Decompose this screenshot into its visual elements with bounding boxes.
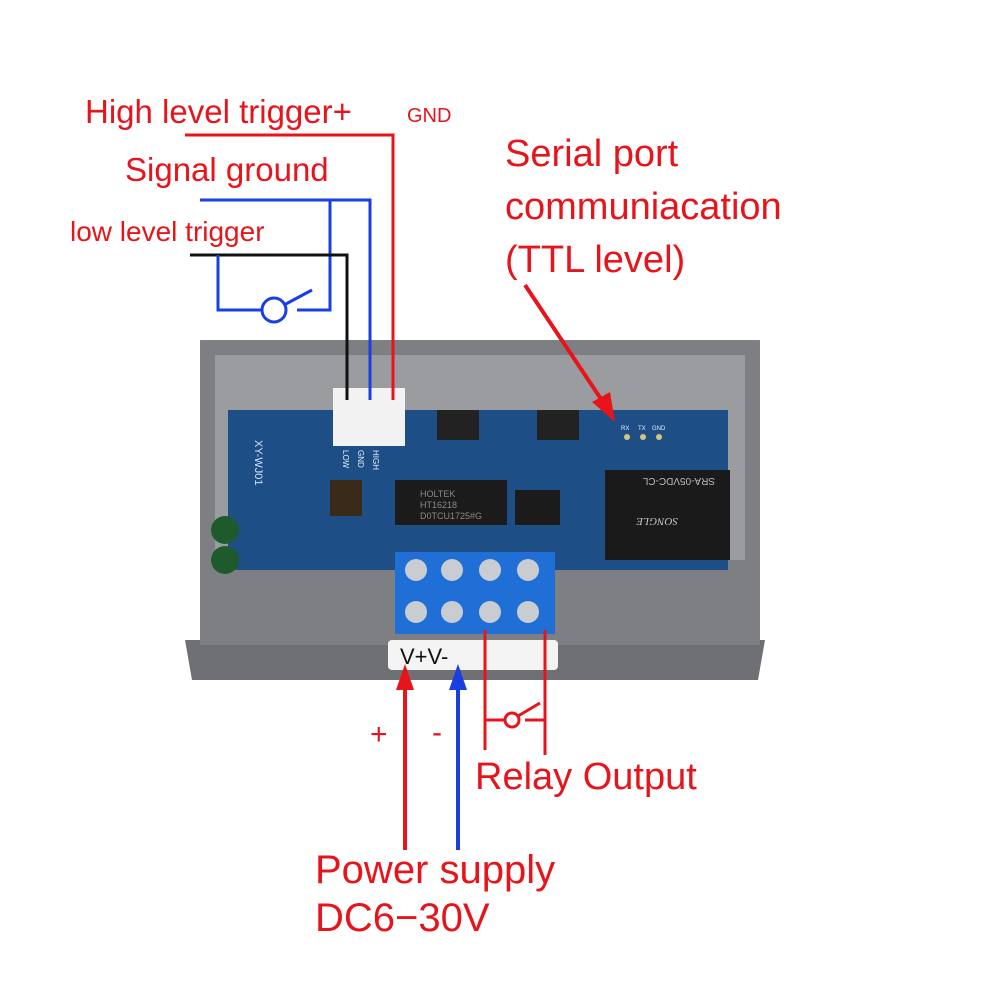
main-chip	[395, 480, 507, 525]
minus-arrowhead	[449, 664, 467, 690]
serial-pin-label: TX	[638, 426, 646, 432]
relay	[605, 470, 730, 560]
power-label-1: Power supply	[315, 848, 556, 892]
high-trigger-label: High level trigger+	[85, 93, 352, 130]
connector-pin-label: GND	[356, 450, 365, 468]
power-label-2: DC6−30V	[315, 896, 490, 940]
serial-label-1: Serial port	[505, 133, 679, 175]
chip-text: HOLTEK	[420, 489, 455, 499]
serial-pin-label: GND	[652, 426, 666, 432]
optocoupler-2	[537, 410, 579, 440]
minus-label: -	[432, 716, 442, 749]
serial-pin-label: RX	[621, 426, 629, 432]
trigger-switch-loop	[216, 255, 330, 312]
relay-brand-text: SONGLE	[636, 515, 678, 527]
serial-arrowhead	[592, 392, 615, 422]
serial-pin	[624, 434, 630, 440]
secondary-chip	[515, 490, 560, 525]
chip-text: D0TCU1725#G	[420, 511, 482, 521]
low-trigger-label: low level trigger	[70, 216, 265, 247]
relay-switch-icon	[503, 711, 521, 729]
terminal-label-plate	[388, 640, 558, 670]
serial-pin	[640, 434, 646, 440]
relay-text: SRA-05VDC-CL	[642, 475, 715, 486]
terminal-label: V+V-	[400, 644, 448, 669]
signal-ground-label: Signal ground	[125, 151, 329, 188]
connector-pin-label: LOW	[341, 450, 350, 469]
gnd-label: GND	[407, 105, 452, 127]
serial-arrow	[523, 283, 607, 407]
high-trigger-wire	[185, 133, 395, 400]
optocoupler-1	[437, 410, 479, 440]
chip-text: HT16218	[420, 500, 457, 510]
switch-lever	[283, 288, 313, 307]
inductor	[330, 480, 362, 516]
relay-output-label: Relay Output	[475, 756, 697, 798]
connector-pin-label: HIGH	[371, 450, 380, 470]
serial-pin	[656, 434, 662, 440]
capacitor	[211, 516, 239, 544]
capacitor	[211, 546, 239, 574]
relay-switch-lever	[517, 701, 541, 718]
serial-label-3: (TTL level)	[505, 239, 686, 281]
terminal-screws	[405, 559, 539, 623]
plus-label: +	[370, 718, 388, 751]
plus-arrowhead	[396, 664, 414, 690]
serial-label-2: communiacation	[505, 186, 782, 228]
relay-output-wires	[483, 630, 547, 755]
board-model: XY-WJ01	[252, 440, 264, 485]
switch-icon	[260, 296, 288, 324]
